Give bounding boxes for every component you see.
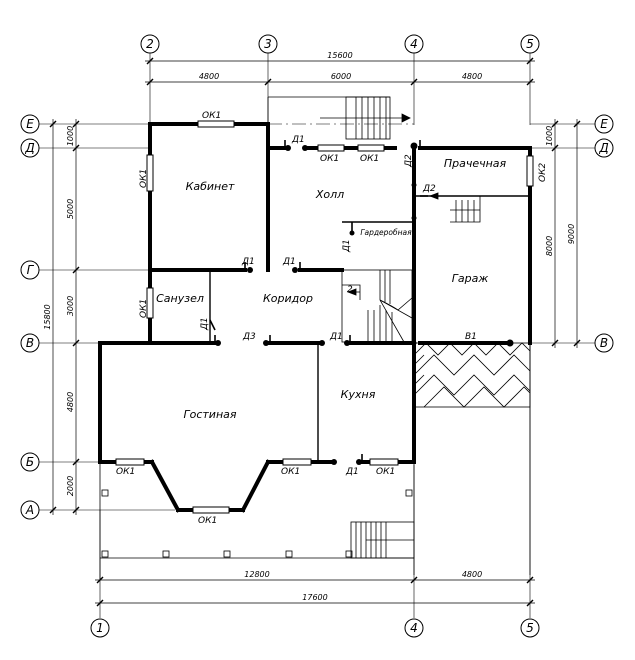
dim-left-part-3: 3000: [66, 296, 75, 316]
dim-left-part-5: 2000: [66, 476, 75, 496]
label-window-living-2: ОК1: [198, 516, 217, 526]
label-window-bathroom: ОК1: [139, 299, 149, 318]
axis-label-right-e: Е: [600, 117, 608, 131]
dim-right-total: 9000: [567, 224, 576, 244]
dim-top-part-2: 6000: [331, 72, 351, 81]
walls: [98, 122, 532, 513]
axis-label-top-2: 2: [146, 37, 154, 51]
door-dots: [215, 142, 514, 465]
axis-label-left-d: Д: [24, 141, 34, 155]
room-laundry: Прачечная: [444, 157, 507, 170]
label-window-office-left: ОК1: [139, 169, 149, 188]
dim-bottom-part-1: 12800: [244, 570, 269, 579]
axis-labels: 2 3 4 5 1 4 5 Е Д Г В Б А Е Д В: [24, 37, 608, 635]
label-window-laundry: ОК2: [538, 163, 548, 182]
dim-top-part-1: 4800: [199, 72, 219, 81]
room-wardrobe: Гардеробная: [360, 228, 412, 237]
spiral-stair: [341, 269, 413, 343]
label-stair-step: 2: [347, 285, 353, 295]
axis-label-top-3: 3: [264, 37, 272, 51]
terrace-columns: [101, 489, 413, 558]
dim-right-part-1: 1000: [545, 126, 554, 146]
dimension-lines: [52, 60, 578, 604]
label-window-hall-1: ОК1: [320, 154, 339, 164]
windows: [115, 120, 534, 514]
partitions: [209, 195, 530, 462]
laundry-stair: [428, 192, 530, 223]
room-corridor: Коридор: [263, 292, 313, 305]
axis-lines: [36, 52, 598, 618]
element-labels: ОК1 ОК1 ОК1 ОК1 ОК1 ОК2 ОК1 ОК1 ОК1 ОК1 …: [116, 111, 548, 526]
dim-left-total: 15800: [43, 304, 52, 329]
axis-label-left-v: В: [26, 336, 34, 350]
main-stair: [267, 96, 411, 140]
label-door-kitchen: Д1: [329, 332, 343, 342]
label-door-terrace: Д1: [345, 467, 359, 477]
axis-label-top-5: 5: [526, 37, 534, 51]
room-office: Кабинет: [186, 180, 235, 193]
dim-left-part-4: 4800: [66, 392, 75, 412]
label-door-laundry-stair: Д2: [422, 184, 436, 194]
paving-hatch: [413, 342, 531, 408]
room-garage: Гараж: [452, 272, 489, 285]
room-living: Гостиная: [183, 408, 236, 421]
axis-label-right-v: В: [600, 336, 608, 350]
label-window-office-top: ОК1: [202, 111, 221, 121]
axis-label-top-4: 4: [410, 37, 418, 51]
label-window-kitchen: ОК1: [376, 467, 395, 477]
dim-bottom-part-2: 4800: [462, 570, 482, 579]
dim-bottom-total: 17600: [302, 593, 327, 602]
label-door-hall-corridor: Д1: [282, 257, 296, 267]
label-door-hall: Д1: [291, 135, 305, 145]
axis-label-left-b: Б: [26, 455, 34, 469]
room-kitchen: Кухня: [341, 388, 376, 401]
label-door-office: Д1: [241, 257, 255, 267]
label-window-living-1: ОК1: [116, 467, 135, 477]
dim-top-total: 15600: [327, 51, 352, 60]
room-hall: Холл: [315, 188, 344, 201]
dim-top-part-3: 4800: [462, 72, 482, 81]
label-door-wardrobe: Д1: [342, 239, 352, 253]
axis-label-bottom-1: 1: [96, 621, 104, 635]
dim-right-part-2: 8000: [545, 236, 554, 256]
room-bathroom: Санузел: [156, 292, 204, 305]
axis-label-right-d: Д: [598, 141, 608, 155]
label-window-hall-2: ОК1: [360, 154, 379, 164]
axis-markers: [20, 34, 614, 638]
dimension-ticks: [49, 57, 581, 607]
label-door-living: Д3: [242, 332, 256, 342]
axis-label-bottom-4: 4: [410, 621, 418, 635]
label-door-bathroom: Д1: [200, 317, 210, 331]
axis-label-left-g: Г: [27, 263, 35, 277]
room-names: Кабинет Холл Прачечная Гардеробная Гараж…: [156, 157, 506, 421]
label-door-laundry: Д2: [404, 154, 414, 168]
dimension-texts: 15600 4800 6000 4800 12800 4800 17600 15…: [43, 51, 576, 602]
label-window-living-3: ОК1: [281, 467, 300, 477]
axis-label-bottom-5: 5: [526, 621, 534, 635]
dim-left-part-2: 5000: [66, 199, 75, 219]
dim-left-part-1: 1000: [66, 126, 75, 146]
label-gate: В1: [465, 332, 477, 342]
doors: [209, 140, 428, 462]
axis-label-left-e: Е: [26, 117, 34, 131]
entrance-stairs: [350, 521, 415, 559]
axis-label-left-a: А: [25, 503, 34, 517]
